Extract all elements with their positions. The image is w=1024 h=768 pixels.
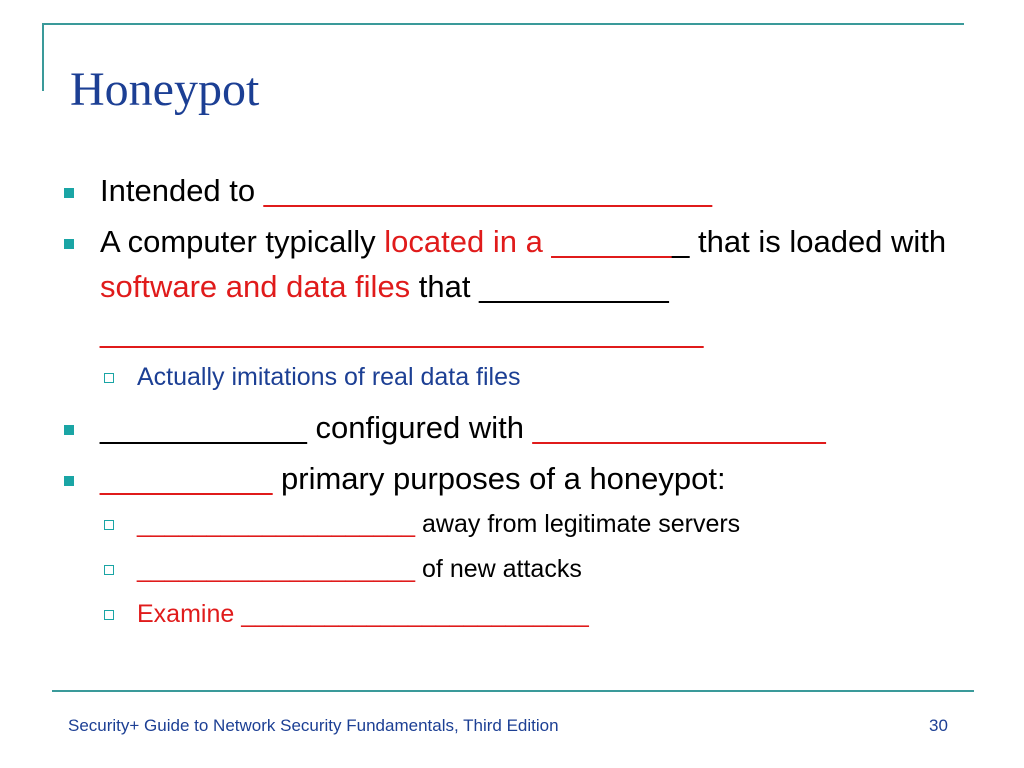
slide-title: Honeypot xyxy=(70,63,260,116)
bullet-computer: A computer typically located in a ______… xyxy=(60,219,980,354)
bullet-configured: ____________ configured with ___________… xyxy=(60,405,980,450)
slide-number: 30 xyxy=(929,716,948,735)
slide-content: Intended to __________________________ A… xyxy=(60,168,980,642)
footer-book-title: Security+ Guide to Network Security Fund… xyxy=(68,716,559,735)
sub-bullet-examine: Examine _________________________ xyxy=(60,597,980,632)
bullet-purposes: __________ primary purposes of a honeypo… xyxy=(60,456,980,501)
sub-bullet-imitations: Actually imitations of real data files xyxy=(60,360,980,395)
slide-frame-left xyxy=(42,23,44,91)
footer-divider xyxy=(52,690,974,692)
sub-bullet-new-attacks: ____________________ of new attacks xyxy=(60,552,980,587)
sub-bullet-away: ____________________ away from legitimat… xyxy=(60,507,980,542)
slide-frame-top xyxy=(42,23,964,25)
bullet-intended: Intended to __________________________ xyxy=(60,168,980,213)
bullet-computer-blank-line: ___________________________________ xyxy=(100,314,704,349)
